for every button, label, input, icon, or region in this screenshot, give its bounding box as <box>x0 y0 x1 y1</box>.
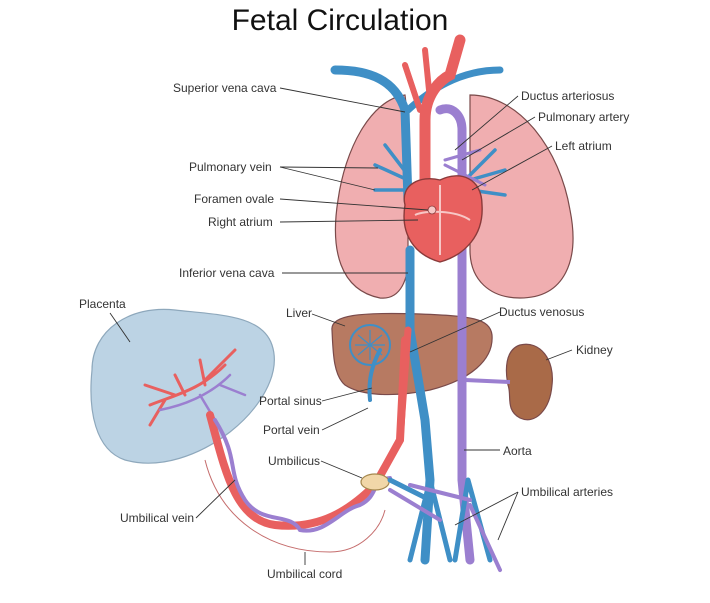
diagram-title: Fetal Circulation <box>231 4 449 37</box>
heart-chambers <box>414 185 471 255</box>
leader-portal-vein <box>321 407 369 431</box>
label-placenta: Placenta <box>79 297 126 311</box>
label-aorta: Aorta <box>503 444 532 458</box>
inferior-vena-cava-vessel <box>405 245 435 565</box>
leader-ductus-arteriosus <box>454 95 519 151</box>
leader-foramen-ovale <box>279 198 429 211</box>
pulmonary-artery-vessels <box>443 148 487 187</box>
left-lung <box>469 94 574 299</box>
leader-superior-vena-cava <box>279 87 406 113</box>
leader-ductus-venosus <box>409 311 501 353</box>
label-portal-sinus: Portal sinus <box>259 394 322 408</box>
umbilical-cord-vein <box>206 336 409 530</box>
placenta <box>90 308 275 464</box>
label-foramen-ovale: Foramen ovale <box>194 192 274 206</box>
foramen-ovale-opening <box>427 205 437 215</box>
umbilicus-ring <box>360 473 390 491</box>
leader-umbilicus <box>320 460 363 479</box>
label-umbilical-arteries: Umbilical arteries <box>521 485 613 499</box>
heart <box>403 175 483 263</box>
renal-vessel <box>464 378 511 384</box>
superior-vena-cava-vessel <box>330 65 413 205</box>
label-ductus-arteriosus: Ductus arteriosus <box>521 89 614 103</box>
leader-right-atrium <box>279 219 419 223</box>
aortic-arch <box>419 34 466 206</box>
aortic-arch-branches <box>402 47 433 113</box>
label-kidney: Kidney <box>576 343 613 357</box>
placenta-villi-red <box>143 348 237 427</box>
leader-umbilical-vein <box>195 479 236 519</box>
label-right-atrium: Right atrium <box>208 215 273 229</box>
kidney <box>505 343 553 421</box>
leader-portal-sinus <box>321 387 373 402</box>
leader-pulmonary-artery <box>461 116 536 161</box>
umbilical-artery-vessels <box>388 483 502 572</box>
leader-liver <box>311 313 346 327</box>
label-portal-vein: Portal vein <box>263 423 320 437</box>
aorta-vessel <box>457 245 475 565</box>
label-liver: Liver <box>286 306 312 320</box>
label-inferior-vena-cava: Inferior vena cava <box>179 266 275 280</box>
leader-left-atrium <box>471 145 553 191</box>
liver-capillary-network <box>349 324 391 366</box>
leader-pulmonary-vein-2 <box>279 166 376 191</box>
pulmonary-veins-right <box>373 143 410 192</box>
label-umbilical-vein: Umbilical vein <box>120 511 194 525</box>
leader-pulmonary-vein-1 <box>279 166 379 169</box>
ductus-arteriosus-vessel <box>435 104 467 255</box>
liver-capillary-detail <box>355 330 385 360</box>
leader-placenta <box>109 312 131 343</box>
umbilical-cord-arteries <box>213 418 392 533</box>
label-umbilical-cord: Umbilical cord <box>267 567 342 581</box>
label-pulmonary-vein: Pulmonary vein <box>189 160 272 174</box>
label-superior-vena-cava: Superior vena cava <box>173 81 277 95</box>
ductus-venosus-vessel <box>396 326 412 444</box>
label-umbilicus: Umbilicus <box>268 454 320 468</box>
label-left-atrium: Left atrium <box>555 139 612 153</box>
label-pulmonary-artery: Pulmonary artery <box>538 110 629 124</box>
leader-umbilical-arteries-2 <box>497 491 519 541</box>
leader-kidney <box>545 349 573 361</box>
leader-umbilical-arteries-1 <box>454 491 519 526</box>
portal-vein-vessel <box>367 348 382 402</box>
right-lung <box>334 94 409 299</box>
label-ductus-venosus: Ductus venosus <box>499 305 584 319</box>
umbilical-cord-bracket <box>204 459 386 553</box>
